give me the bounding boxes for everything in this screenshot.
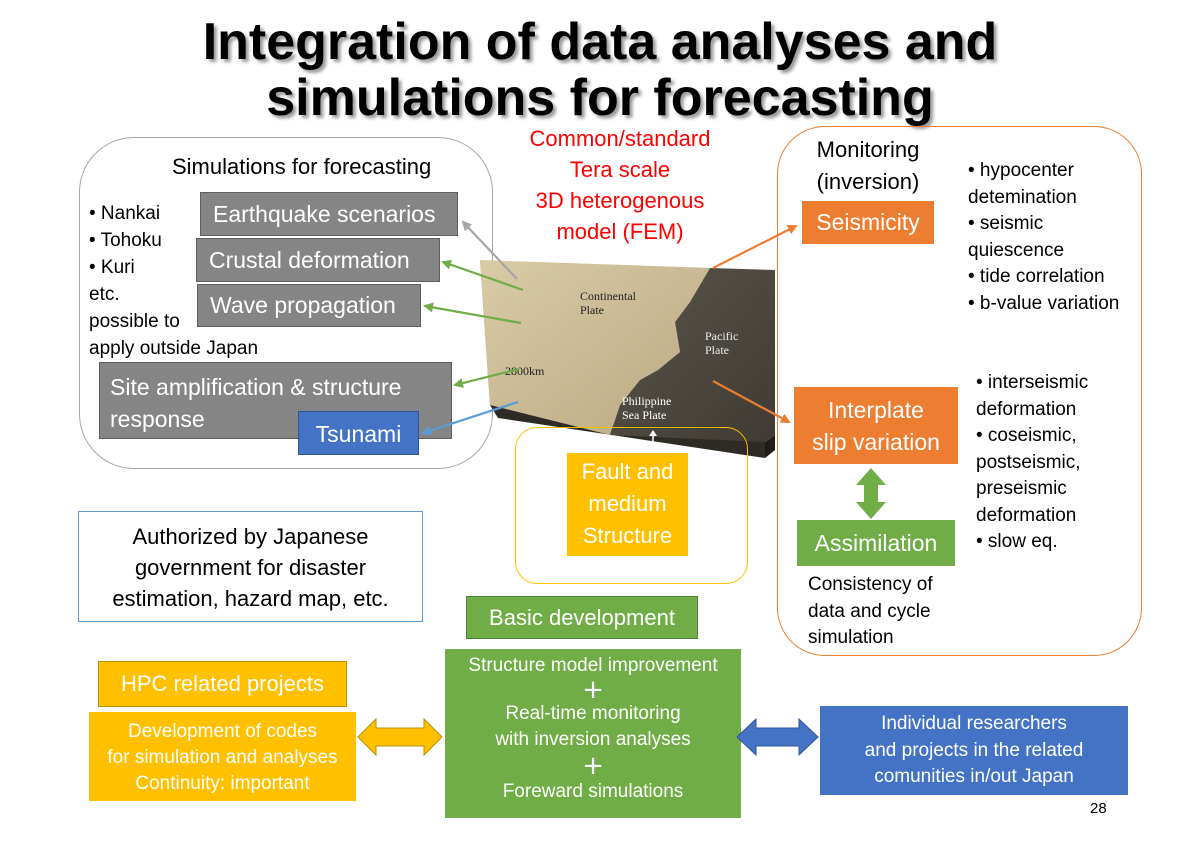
- interplate-note-6: deformation: [976, 504, 1077, 526]
- double-arrow-individual: [736, 717, 819, 757]
- title-line-2: simulations for forecasting: [266, 69, 934, 127]
- note-apply: apply outside Japan: [89, 338, 259, 359]
- center-plus-1: +: [582, 675, 604, 705]
- monitoring-line-2: (inversion): [816, 169, 920, 194]
- fault-structure-outline: [515, 427, 748, 584]
- region-list: • Nankai • Tohoku • Kuri etc. possible t…: [89, 200, 258, 362]
- basic-development-label: Basic development: [489, 605, 675, 630]
- double-arrow-hpc: [357, 717, 443, 757]
- label-continental-2: Plate: [580, 303, 604, 317]
- assimilation-label: Assimilation: [814, 530, 938, 556]
- common-model-line-1: Common/standard: [529, 126, 711, 151]
- scale-bottom: [491, 421, 771, 461]
- authorized-box: Authorized by Japanese government for di…: [78, 511, 423, 622]
- common-model-line-2: Tera scale: [569, 157, 671, 182]
- simulations-heading: Simulations for forecasting: [172, 154, 432, 179]
- individual-line-3: comunities in/out Japan: [874, 766, 1074, 787]
- label-distance: 2800km: [505, 364, 545, 378]
- tsunami-box: Tsunami: [298, 411, 419, 455]
- basic-development-box: Basic development: [466, 596, 698, 639]
- center-plus-2: +: [582, 751, 604, 781]
- earthquake-scenarios-label: Earthquake scenarios: [213, 201, 436, 227]
- region-tohoku: • Tohoku: [89, 230, 162, 251]
- authorized-line-3: estimation, hazard map, etc.: [112, 586, 389, 611]
- title-line-1: Integration of data analyses and: [202, 13, 998, 71]
- hpc-label-box: HPC related projects: [98, 661, 347, 707]
- site-amplification-label-1: Site amplification & structure: [110, 374, 402, 400]
- assimilation-box: Assimilation: [797, 520, 955, 566]
- fault-line-3: Structure: [582, 523, 673, 548]
- label-philippine-2: Sea Plate: [622, 408, 666, 422]
- monitoring-heading: Monitoring (inversion): [806, 134, 930, 198]
- fault-line-1: Fault and: [581, 459, 674, 484]
- wave-propagation-box: Wave propagation: [197, 284, 421, 327]
- interplate-line-2: slip variation: [812, 429, 940, 455]
- individual-researchers-box: Individual researchers and projects in t…: [820, 706, 1128, 795]
- site-amplification-label-2: response: [110, 406, 205, 432]
- map-land: [480, 260, 710, 435]
- codes-box: Development of codes for simulation and …: [89, 712, 356, 801]
- common-model-line-3: 3D heterogenous: [535, 188, 705, 213]
- codes-line-1: Development of codes: [127, 721, 318, 742]
- wave-propagation-label: Wave propagation: [210, 292, 396, 318]
- interplate-note-3: • coseismic,: [976, 425, 1077, 446]
- hpc-label: HPC related projects: [121, 671, 324, 696]
- center-development-box: Structure model improvement + Real-time …: [445, 649, 741, 818]
- codes-line-2: for simulation and analyses: [107, 747, 338, 768]
- region-nankai: • Nankai: [89, 203, 161, 224]
- scale-arrowhead: [649, 430, 657, 436]
- seismicity-note-6: • b-value variation: [968, 292, 1120, 314]
- interplate-line-1: Interplate: [828, 397, 924, 423]
- seismicity-notes: • hypocenter detemination • seismic quie…: [968, 158, 1119, 318]
- interplate-note-1: • interseismic: [976, 372, 1089, 393]
- center-line-3: with inversion analyses: [495, 729, 691, 750]
- seismicity-note-4: quiescence: [968, 239, 1065, 261]
- center-line-2: Real-time monitoring: [505, 703, 681, 724]
- region-kuri: • Kuri: [89, 257, 135, 278]
- interplate-notes: • interseismic deformation • coseismic, …: [976, 370, 1088, 556]
- page-title: Integration of data analyses and simulat…: [0, 14, 1200, 126]
- tsunami-label: Tsunami: [315, 421, 402, 447]
- seismicity-label: Seismicity: [816, 209, 920, 235]
- seismicity-note-2: detemination: [968, 186, 1077, 208]
- interplate-note-4: postseismic,: [976, 451, 1081, 473]
- codes-line-3: Continuity: important: [135, 773, 310, 794]
- center-line-4: Foreward simulations: [502, 781, 684, 802]
- common-model-line-4: model (FEM): [556, 219, 684, 244]
- consistency-line-2: data and cycle: [808, 600, 931, 622]
- fault-structure-box: Fault and medium Structure: [567, 453, 688, 556]
- seismicity-note-3: • seismic: [968, 213, 1044, 235]
- consistency-line-1: Consistency of: [808, 574, 933, 595]
- consistency-line-3: simulation: [808, 627, 894, 648]
- individual-line-1: Individual researchers: [881, 713, 1067, 734]
- common-model-text: Common/standard Tera scale 3D heterogeno…: [505, 123, 735, 247]
- individual-line-2: and projects in the related: [864, 739, 1084, 761]
- note-possible: possible to: [89, 311, 180, 332]
- center-line-1: Structure model improvement: [468, 655, 718, 676]
- seismicity-box: Seismicity: [802, 201, 934, 244]
- authorized-line-1: Authorized by Japanese: [132, 524, 369, 549]
- map-right-side: [765, 435, 775, 458]
- authorized-line-2: government for disaster: [134, 555, 367, 580]
- label-pacific: Pacific: [705, 329, 738, 343]
- seismicity-note-1: • hypocenter: [968, 160, 1074, 181]
- seismicity-note-5: • tide correlation: [968, 266, 1105, 288]
- monitoring-line-1: Monitoring: [816, 137, 920, 162]
- crustal-deformation-label: Crustal deformation: [209, 247, 410, 273]
- page-number: 28: [1090, 800, 1107, 817]
- interplate-note-2: deformation: [976, 398, 1077, 420]
- interplate-note-7: • slow eq.: [976, 531, 1058, 552]
- interplate-note-5: preseismic: [976, 478, 1067, 499]
- label-continental: Continental: [580, 289, 637, 303]
- earthquake-scenarios-box: Earthquake scenarios: [200, 192, 458, 236]
- note-etc: etc.: [89, 284, 120, 305]
- consistency-text: Consistency of data and cycle simulation: [808, 572, 933, 652]
- crustal-deformation-box: Crustal deformation: [196, 238, 440, 282]
- label-pacific-2: Plate: [705, 343, 729, 357]
- interplate-box: Interplate slip variation: [794, 387, 958, 464]
- fault-line-2: medium: [588, 491, 667, 516]
- label-philippine: Philippine: [622, 394, 671, 408]
